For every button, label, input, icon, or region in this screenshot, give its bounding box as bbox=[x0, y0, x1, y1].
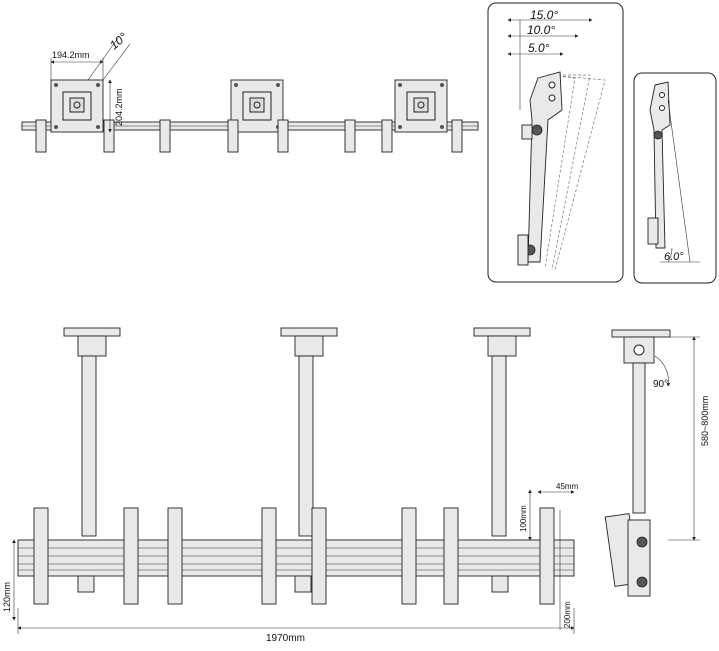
mount-plate-3 bbox=[394, 79, 448, 133]
top-clamps bbox=[35, 119, 463, 153]
top-view: 194.2mm 10° 204.2mm bbox=[21, 30, 479, 153]
ceiling-plate-1 bbox=[63, 327, 121, 337]
mount-plate-2 bbox=[230, 79, 284, 133]
side-view: 90° 580~800mm bbox=[604, 329, 710, 597]
side-pole bbox=[632, 362, 646, 514]
tilt-angle-2: 10.0° bbox=[527, 23, 555, 37]
drop-label: 100mm bbox=[519, 505, 528, 532]
mount-plate-1 bbox=[50, 79, 104, 133]
tilt-detail: 15.0° 10.0° 5.0° bbox=[487, 2, 624, 283]
pole-range-label: 580~800mm bbox=[700, 396, 710, 446]
pole-1 bbox=[81, 355, 97, 537]
rotation-label: 90° bbox=[653, 379, 668, 390]
side-angle-label: 6.0° bbox=[664, 251, 684, 263]
right-offset-label: 200mm bbox=[563, 601, 572, 628]
pole-2 bbox=[298, 355, 314, 537]
tilt-angle-3: 5.0° bbox=[528, 41, 550, 55]
left-height-label: 120mm bbox=[2, 582, 12, 612]
total-width-label: 1970mm bbox=[266, 633, 305, 644]
ceiling-plate-2 bbox=[280, 327, 338, 337]
spacing-label: 45mm bbox=[556, 482, 579, 491]
front-brackets bbox=[33, 507, 555, 605]
top-height-label: 204.2mm bbox=[114, 88, 124, 126]
ceiling-plate-3 bbox=[473, 327, 531, 337]
pole-3 bbox=[491, 355, 507, 537]
top-width-label: 194.2mm bbox=[52, 50, 90, 60]
tilt-angle-1: 15.0° bbox=[530, 8, 558, 22]
front-view: 1970mm 120mm 200mm 100mm 45mm bbox=[2, 327, 579, 644]
side-ceiling-plate bbox=[611, 329, 671, 338]
tilt-detail-frame bbox=[487, 2, 624, 283]
side-detail: 6.0° bbox=[633, 72, 717, 284]
front-rail bbox=[17, 539, 575, 577]
